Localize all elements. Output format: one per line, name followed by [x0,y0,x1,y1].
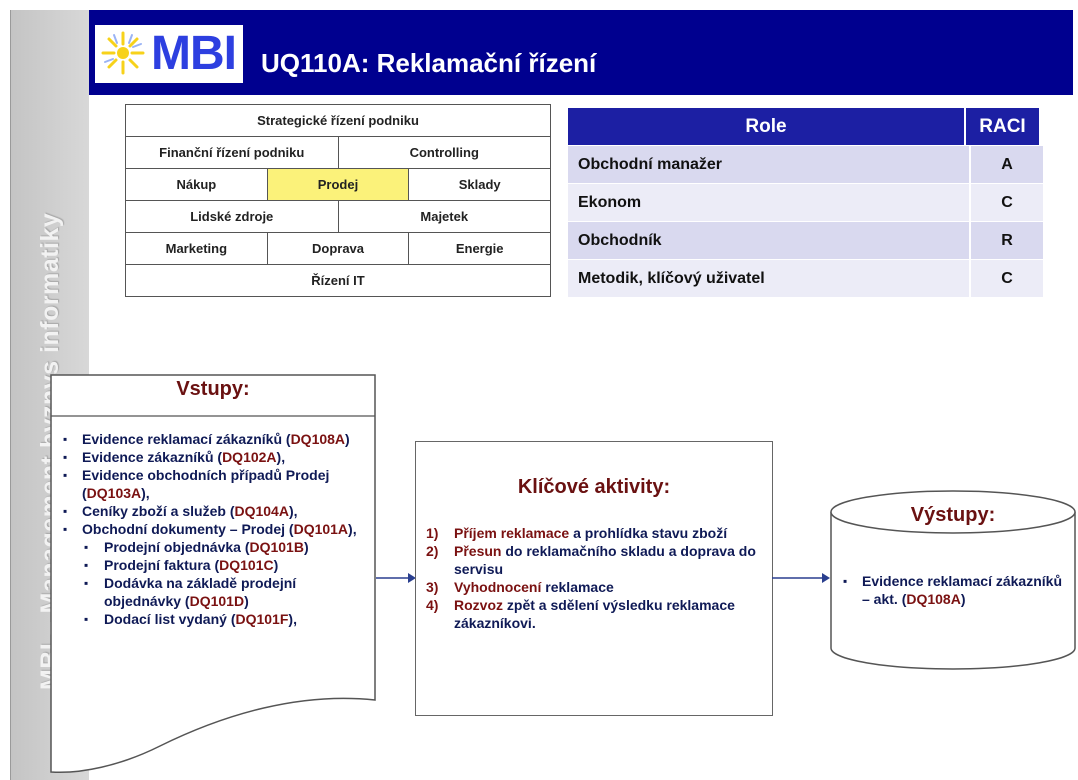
org-row: Lidské zdroje Majetek [126,201,550,233]
raci-role: Ekonom [568,184,969,221]
outputs-title: Výstupy: [910,504,996,526]
raci-role: Metodik, klíčový uživatel [568,260,969,297]
org-cell: Lidské zdroje [126,201,339,232]
list-item: 1)Příjem reklamace a prohlídka stavu zbo… [426,525,728,541]
inputs-title: Vstupy: [176,378,250,400]
org-row: Strategické řízení podniku [126,105,550,137]
org-cell: Nákup [126,169,268,200]
raci-table: Role RACI Obchodní manažer A Ekonom C Ob… [568,108,1043,298]
header-bar: MBI UQ110A: Reklamační řízení [89,10,1073,95]
org-cell: Majetek [420,209,469,224]
org-cell: Řízení IT [311,273,365,288]
list-item: Evidence reklamací zákazníků – akt. (DQ1… [842,572,1066,608]
inputs-box: Vstupy: Evidence reklamací zákazníků (DQ… [50,374,376,780]
raci-role: Obchodník [568,222,969,259]
list-subitem: Dodávka na základě prodejní objednávky (… [62,574,372,610]
raci-row: Obchodní manažer A [568,146,1043,183]
list-item: 3)Vyhodnocení reklamace [426,579,614,595]
list-subitem: Prodejní objednávka (DQ101B) [62,538,372,556]
list-item: 4)Rozvoz zpět a sdělení výsledku reklama… [426,597,735,631]
org-row: Nákup Prodej Sklady [126,169,550,201]
org-row: Marketing Doprava Energie [126,233,550,265]
org-cell: Energie [455,241,504,256]
list-item: 2)Přesun do reklamačního skladu a doprav… [426,543,756,577]
list-subitem: Dodací list vydaný (DQ101F), [62,610,372,628]
org-row: Finanční řízení podniku Controlling [126,137,550,169]
list-item: Evidence zákazníků (DQ102A), [62,448,372,466]
outputs-box: Výstupy: Evidence reklamací zákazníků – … [830,490,1076,670]
arrow-icon [376,573,416,583]
raci-value: C [970,184,1043,221]
org-chart: Strategické řízení podniku Finanční říze… [125,104,551,297]
raci-value: C [970,260,1043,297]
raci-role: Obchodní manažer [568,146,969,183]
org-cell: Sklady [458,177,501,192]
raci-row: Metodik, klíčový uživatel C [568,260,1043,297]
org-cell: Controlling [409,145,479,160]
raci-header-row: Role RACI [568,108,1043,145]
org-cell-highlighted: Prodej [267,169,410,200]
list-subitem: Prodejní faktura (DQ101C) [62,556,372,574]
raci-row: Ekonom C [568,184,1043,221]
arrow-icon [772,573,830,583]
org-cell: Marketing [126,233,268,264]
list-item: Evidence reklamací zákazníků (DQ108A) [62,430,372,448]
logo-text: MBI [151,27,237,80]
raci-row: Obchodník R [568,222,1043,259]
org-cell: Strategické řízení podniku [257,113,419,128]
list-item: Evidence obchodních případů Prodej (DQ10… [62,466,372,502]
activities-box: Klíčové aktivity: 1)Příjem reklamace a p… [415,441,773,716]
page-title: UQ110A: Reklamační řízení [261,48,597,78]
org-row: Řízení IT [126,265,550,296]
raci-header-raci: RACI [966,108,1039,145]
raci-value: R [970,222,1043,259]
raci-value: A [970,146,1043,183]
activities-title: Klíčové aktivity: [517,476,671,498]
activities-list: 1)Příjem reklamace a prohlídka stavu zbo… [426,524,762,632]
org-cell: Doprava [268,233,410,264]
logo: MBI [95,25,243,83]
outputs-list: Evidence reklamací zákazníků – akt. (DQ1… [842,572,1066,608]
list-item: Ceníky zboží a služeb (DQ104A), [62,502,372,520]
org-cell: Finanční řízení podniku [126,137,339,168]
raci-header-role: Role [568,108,964,145]
inputs-list: Evidence reklamací zákazníků (DQ108A) Ev… [62,430,372,628]
sun-icon [101,31,145,75]
list-item: Obchodní dokumenty – Prodej (DQ101A), [62,520,372,538]
